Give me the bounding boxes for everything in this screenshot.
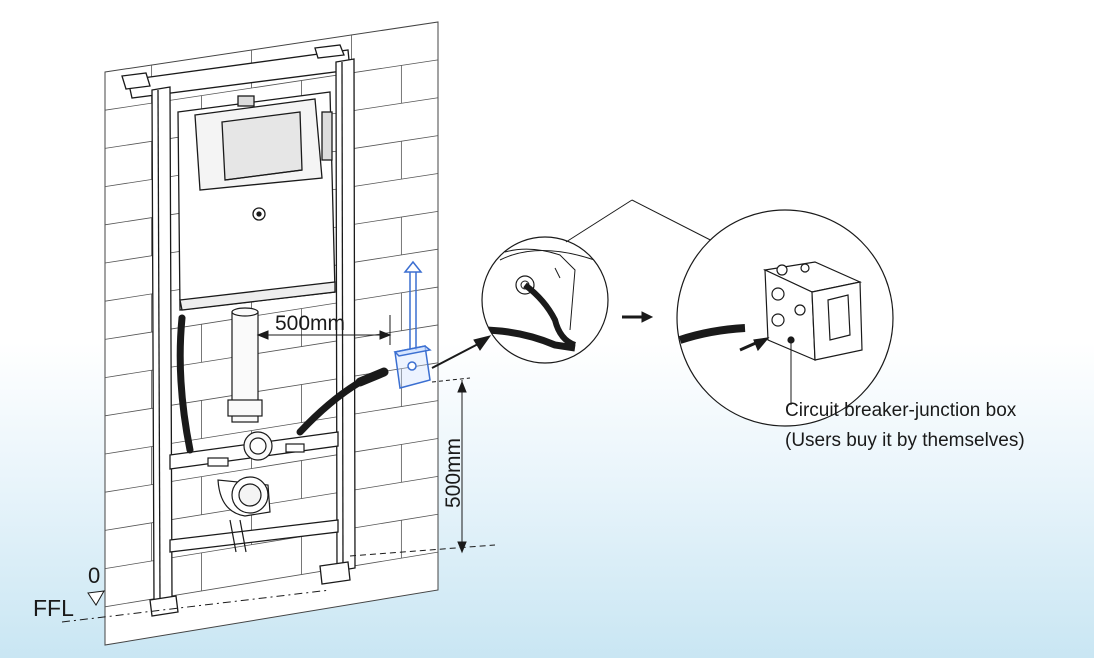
callout-line-2: (Users buy it by themselves) [785, 430, 1025, 451]
detail-arrow [431, 335, 492, 369]
cistern [177, 91, 336, 311]
dimension-horizontal: 500mm [256, 312, 392, 345]
waste-outlet [207, 443, 305, 553]
flush-pipe [227, 307, 273, 461]
dim-vertical-label: 500mm [442, 438, 465, 508]
junction-box-in-wall [393, 260, 432, 389]
ffl-label: FFL [33, 595, 74, 621]
power-hose [176, 314, 389, 454]
dimension-vertical: 500mm [349, 377, 496, 557]
detail-view-junction-box [676, 209, 894, 427]
ffl-marker: FFL 0 [33, 563, 331, 623]
detail-view-hose-connection [481, 236, 609, 364]
callout-line-1: Circuit breaker-junction box [785, 400, 1017, 421]
dim-horizontal-label: 500mm [275, 312, 345, 335]
between-arrow [622, 311, 654, 323]
leader-lines [565, 199, 731, 251]
ffl-zero-label: 0 [88, 563, 100, 588]
